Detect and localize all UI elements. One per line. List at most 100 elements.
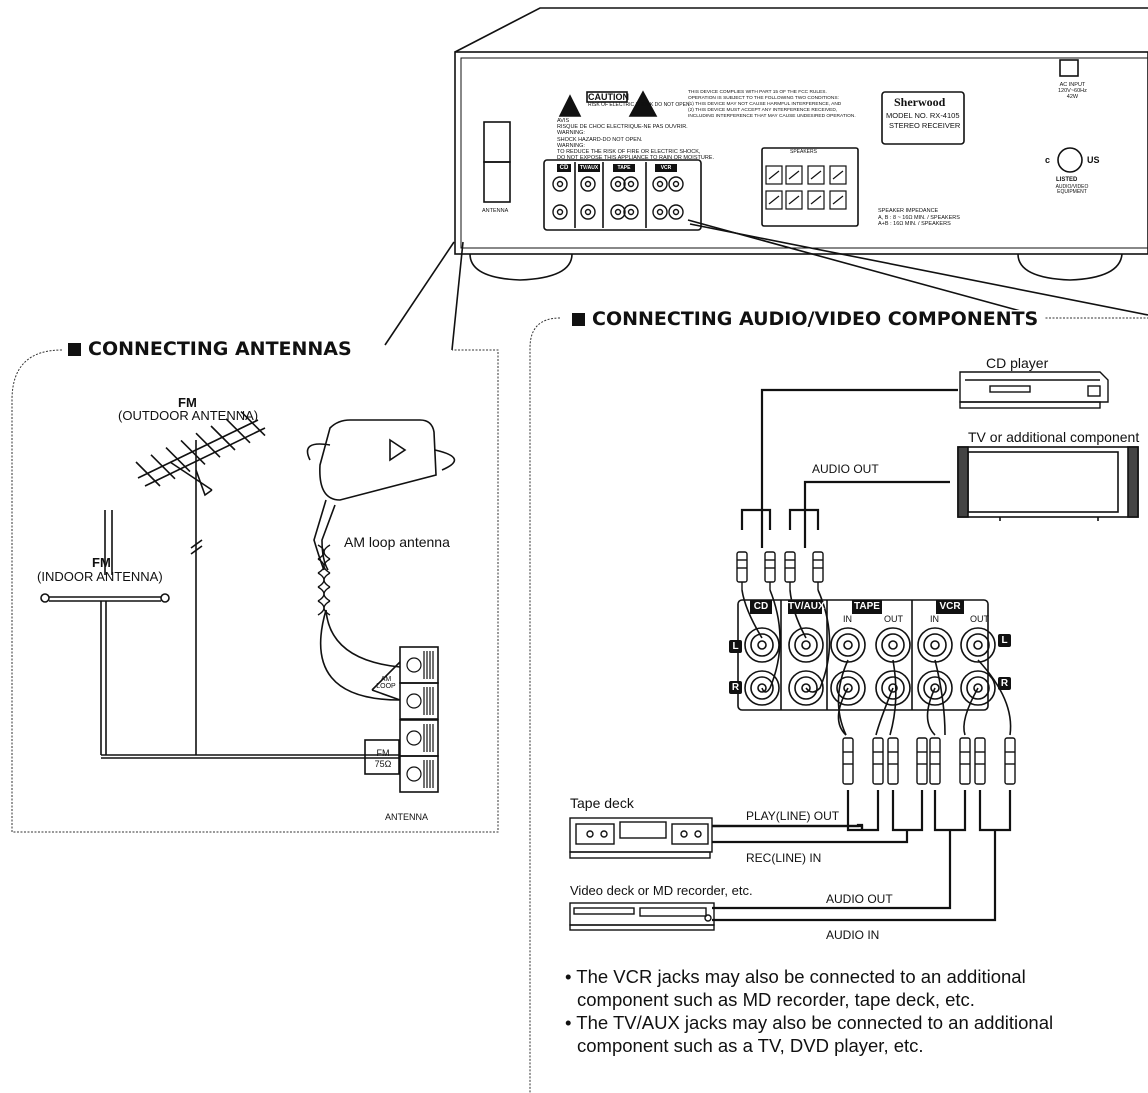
yagi-element: [225, 418, 251, 444]
rca-jack-pin: [888, 683, 898, 693]
product-type: STEREO RECEIVER: [889, 121, 961, 130]
rca-plug: [842, 737, 854, 785]
antenna-terminal-block: [364, 646, 439, 793]
receiver-jack: [623, 204, 639, 220]
warning-line-6: TO REDUCE THE RISK OF FIRE OR ELECTRIC S…: [557, 149, 701, 156]
receiver-top-edge: [454, 7, 1148, 53]
rca-plug: [812, 551, 824, 583]
av-section-title: CONNECTING AUDIO/VIDEO COMPONENTS: [566, 310, 1045, 329]
receiver-jack: [610, 204, 626, 220]
antenna-terminal-screw: [406, 730, 422, 746]
rca-plug: [872, 737, 884, 785]
rca-plug: [764, 551, 776, 583]
antenna-terminal-screw: [406, 693, 422, 709]
receiver-jack: [610, 176, 626, 192]
antennas-frame: [11, 349, 499, 833]
fcc-text-block: THIS DEVICE COMPLIES WITH PART 15 OF THE…: [688, 90, 856, 120]
rca-jack-ring: [881, 633, 905, 657]
rca-jack-outer: [960, 627, 996, 663]
speaker-terminal-mark: [810, 170, 822, 180]
notes-list: • The VCR jacks may also be connected to…: [565, 965, 1053, 1057]
receiver-foot-left: [469, 253, 573, 281]
video-deck-label: Video deck or MD recorder, etc.: [570, 883, 753, 898]
warning-line-1: AVIS: [557, 118, 570, 124]
section-square-icon: [68, 343, 81, 356]
ul-equipment-label: AUDIO/VIDEO EQUIPMENT: [1055, 184, 1089, 195]
rca-jack-pin: [801, 683, 811, 693]
audio-in-label: AUDIO IN: [826, 928, 880, 942]
warning-line-7: DO NOT EXPOSE THIS APPLIANCE TO RAIN OR …: [557, 155, 714, 162]
receiver-jack-pin: [627, 180, 635, 188]
am-lead-twist: [323, 600, 331, 616]
rca-jack-outer: [830, 627, 866, 663]
rca-jack-outer: [788, 670, 824, 706]
ul-c-mark: c: [1045, 155, 1051, 165]
section-square-icon: [572, 313, 585, 326]
rca-jack-outer: [744, 627, 780, 663]
fm-outdoor-sub: (OUTDOOR ANTENNA): [118, 408, 259, 423]
receiver-jack-pin: [556, 208, 564, 216]
note-2-line-2: component such as a TV, DVD player, etc.: [577, 1035, 924, 1056]
note-1-line-2: component such as MD recorder, tape deck…: [577, 989, 975, 1010]
speaker-terminal-mark: [788, 195, 800, 205]
ac-input-line-1: AC INPUT: [1059, 82, 1086, 88]
speakers-label: SPEAKERS: [790, 149, 817, 155]
warning-line-2: RISQUE DE CHOC ELECTRIQUE-NE PAS OUVRIR.: [557, 124, 688, 131]
rca-jack-ring: [836, 633, 860, 657]
tv-graphic: [957, 446, 1139, 521]
yagi-element: [180, 439, 206, 465]
receiver-jack-pin: [614, 208, 622, 216]
rca-jack-ring: [923, 633, 947, 657]
rca-jack-pin: [757, 640, 767, 650]
tape-in-label: IN: [843, 614, 852, 624]
warning-line-3: WARNING:: [557, 130, 585, 137]
yagi-element: [135, 461, 161, 487]
receiver-jack: [652, 204, 668, 220]
fm-indoor-title: FM: [92, 555, 111, 570]
yagi-element: [150, 454, 176, 480]
ul-us-mark: US: [1087, 155, 1100, 165]
yagi-dipole: [169, 461, 213, 491]
antenna-terminal-screw: [406, 657, 422, 673]
receiver-jack-pin: [627, 208, 635, 216]
cd-player-label: CD player: [986, 355, 1049, 371]
antennas-title-text: CONNECTING ANTENNAS: [88, 338, 352, 360]
rca-jack-ring: [836, 676, 860, 700]
yagi-element: [240, 411, 266, 437]
rca-jack-outer: [788, 627, 824, 663]
fm-outdoor-title: FM: [178, 395, 197, 410]
am-loop-label: AM loop antenna: [344, 534, 450, 550]
receiver-jack-pin: [614, 180, 622, 188]
rca-plug: [974, 737, 986, 785]
rec-in-label: REC(LINE) IN: [746, 851, 822, 865]
impedance-line-3: A+B : 16Ω MIN. / SPEAKERS: [878, 221, 951, 227]
speaker-terminal-mark: [768, 170, 780, 180]
receiver-foot-right: [1017, 253, 1123, 281]
am-lead-twist: [323, 572, 331, 588]
fcc-line-1: THIS DEVICE COMPLIES WITH PART 15 OF THE…: [688, 90, 827, 95]
am-lead-twist: [317, 572, 325, 588]
rca-plug: [959, 737, 971, 785]
speaker-terminal-mark: [832, 195, 844, 205]
ul-logo-icon: [1057, 147, 1083, 173]
play-out-label: PLAY(LINE) OUT: [746, 809, 840, 823]
speaker-terminal: [765, 165, 783, 185]
rca-jack-ring: [794, 676, 818, 700]
rca-jack-pin: [930, 640, 940, 650]
fcc-line-3: (1) THIS DEVICE MAY NOT CAUSE HARMFUL IN…: [688, 102, 842, 107]
rca-jack-pin: [930, 683, 940, 693]
speaker-terminal: [785, 165, 803, 185]
panel-cd-badge: CD: [750, 600, 772, 614]
receiver-jack-pin: [672, 180, 680, 188]
rca-jack-outer: [875, 627, 911, 663]
note-1-line-1: • The VCR jacks may also be connected to…: [565, 966, 1026, 987]
receiver-back-panel: [454, 51, 1148, 255]
speaker-terminal-mark: [832, 170, 844, 180]
panel-vcr-badge: VCR: [936, 600, 964, 614]
rca-jack-ring: [750, 633, 774, 657]
rca-jack-outer: [917, 627, 953, 663]
am-lead-twist: [323, 544, 331, 560]
cd-player-graphic: [959, 371, 1109, 409]
